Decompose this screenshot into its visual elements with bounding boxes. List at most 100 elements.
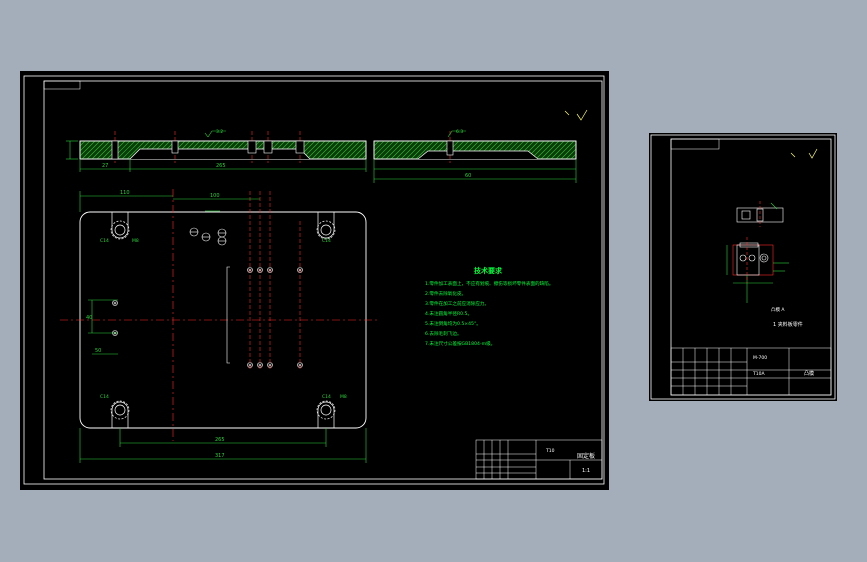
hatch-line (410, 140, 430, 160)
label-counterbore-bl: C14 (100, 394, 109, 400)
technical-notes: 技术要求 1.零件加工表面上，不应有划痕、擦伤等损坏零件表面的缺陷。 2.零件去除… (425, 266, 553, 347)
hatch-line (373, 140, 390, 157)
side-drawing-canvas: 凸模 A 1 夹料板零件 M-700 凸模 T10A (650, 134, 836, 400)
hatch-line (311, 140, 331, 160)
outer-frame (23, 75, 605, 485)
hatch-line (336, 140, 356, 160)
title-material: T10 (545, 448, 555, 454)
hatch-line (341, 140, 361, 160)
plan-view: 110 100 317 265 40 50 C14 C14 C14 C14 M8… (60, 189, 380, 463)
hatch-line (380, 140, 400, 160)
counterbore-hole (114, 404, 126, 416)
hatch-line (81, 140, 101, 160)
side-part-top (736, 201, 784, 227)
hatch-line (390, 140, 410, 160)
dim-left-height: 40 (86, 315, 92, 321)
counterbore-outline (316, 220, 336, 240)
title-scale: 1:1 (582, 468, 590, 474)
hatch-line (570, 153, 577, 160)
counterbore-hole (320, 404, 332, 416)
hatch-line (79, 140, 86, 147)
side-caption: 1 夹料板零件 (773, 321, 803, 328)
label-counterbore-br: C14 (322, 394, 331, 400)
corner-slot (317, 212, 335, 239)
hatch-line (116, 140, 136, 160)
inner-frame (43, 80, 603, 480)
section-view-b: 60 6.3 (373, 129, 577, 183)
hatch-line (126, 140, 146, 160)
hatch-line (545, 140, 565, 160)
corner-slot (111, 212, 129, 239)
hatch-line (395, 140, 415, 160)
hatch-line (540, 140, 560, 160)
counterbore-outline (316, 400, 336, 420)
counterbore-outline (110, 400, 130, 420)
hatch-line (555, 140, 575, 160)
side-outer-frame (650, 134, 836, 400)
hatch-line (121, 140, 141, 160)
hatch-line (316, 140, 336, 160)
note-line: 3.零件在加工之前应消除应力。 (425, 300, 489, 307)
note-line: 1.零件加工表面上，不应有划痕、擦伤等损坏零件表面的缺陷。 (425, 280, 553, 287)
notes-title: 技术要求 (474, 266, 503, 275)
hatch-line (326, 140, 346, 160)
dim-side-height: 50 (95, 348, 101, 354)
hatch-line (79, 140, 91, 152)
side-corner-box (670, 138, 720, 150)
main-drawing-sheet: 27 265 3.2 60 6.3 (20, 71, 609, 490)
side-roughness-symbol (790, 148, 818, 159)
label-tapped-tl: M8 (132, 238, 139, 244)
hatch-line (405, 140, 425, 160)
corner-slot (111, 401, 129, 428)
hatch-line (306, 140, 326, 160)
dim-top-left: 110 (120, 190, 130, 196)
hatch-line (535, 140, 555, 160)
note-line: 6.去除毛刺飞边。 (425, 330, 462, 337)
hatch-line (560, 143, 577, 160)
corner-slot (317, 401, 335, 428)
roughness-label-b: 6.3 (456, 129, 463, 135)
section-view-a: 27 265 3.2 (66, 129, 367, 172)
label-counterbore-tr: C14 (322, 238, 331, 244)
dim-side-section: 60 (465, 173, 471, 179)
note-line: 5.未注倒角均为0.5×45°。 (425, 320, 481, 327)
hatch-line (400, 140, 420, 160)
dim-section-a-left: 27 (102, 163, 108, 169)
counterbore-outline (110, 220, 130, 240)
hatch-line (91, 140, 111, 160)
label-tapped-br: M8 (340, 394, 347, 400)
side-part-front (726, 237, 789, 303)
counterbore-hole (320, 224, 332, 236)
counterbore-hole (114, 224, 126, 236)
hatch-line (565, 148, 577, 160)
hatch-line (550, 140, 570, 160)
hatch-line (373, 140, 380, 147)
hatch-line (331, 140, 351, 160)
hatch-line (351, 144, 367, 160)
side-title-block (670, 347, 832, 396)
side-header: 凸模 A (771, 306, 785, 313)
hatch-line (385, 140, 405, 160)
dim-section-a-length: 265 (216, 163, 226, 169)
hatch-line (86, 140, 106, 160)
hole-center (113, 301, 117, 305)
title-block (475, 439, 603, 480)
side-title-name: 凸模 (804, 370, 814, 377)
note-line: 2.零件去除氧化皮。 (425, 290, 466, 297)
hole (112, 300, 118, 306)
hatch-line (373, 140, 385, 152)
hatch-line (321, 140, 341, 160)
roughness-symbol (564, 109, 588, 121)
hatch-line (356, 149, 367, 160)
hatch-line (79, 140, 96, 157)
dim-inner-width: 265 (215, 437, 225, 443)
title-name: 固定板 (577, 452, 595, 460)
corner-box (43, 80, 81, 90)
roughness-label-a: 3.2 (216, 129, 223, 135)
note-line: 7.未注尺寸公差按GB1804-m级。 (425, 340, 495, 347)
hatch-line (415, 140, 435, 160)
dim-top-mid: 100 (210, 193, 220, 199)
side-title-material: T10A (752, 371, 765, 377)
hatch-line (346, 140, 366, 160)
note-line: 4.未注圆角半径R0.5。 (425, 310, 472, 317)
